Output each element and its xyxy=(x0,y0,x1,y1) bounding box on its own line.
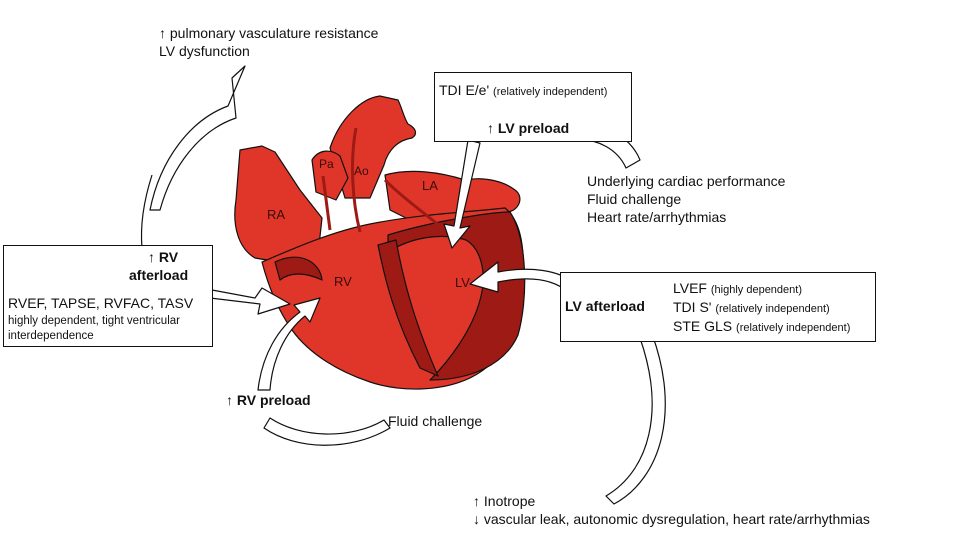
lv-afterload-title: LV afterload xyxy=(565,298,645,314)
lv-afterload-item-name: LVEF xyxy=(673,280,707,296)
arrow-lv-preload-to-lv xyxy=(443,139,481,249)
arrow-top-to-rv-afterload xyxy=(149,65,246,211)
rv-inflow-shape xyxy=(274,256,323,281)
rv-afterload-measures: RVEF, TAPSE, RVFAC, TASV xyxy=(8,295,194,311)
top-note-line2: LV dysfunction xyxy=(159,43,250,59)
label-ao: Ao xyxy=(354,164,369,178)
bottom-note-line1: ↑ Inotrope xyxy=(473,493,536,509)
tdi-ee-label: TDI E/e' xyxy=(439,82,490,98)
rv-afterload-title-line1: ↑ RV xyxy=(148,249,179,265)
top-note: ↑ pulmonary vasculature resistance LV dy… xyxy=(159,24,378,60)
arrow-rv-preload-to-rv xyxy=(257,297,321,391)
lv-preload-factor: Underlying cardiac performance xyxy=(587,173,786,189)
label-pa: Pa xyxy=(319,157,334,171)
pulmonary-artery-shape xyxy=(311,150,349,201)
bottom-note: ↑ Inotrope ↓ vascular leak, autonomic dy… xyxy=(473,492,870,528)
lv-wall-shape xyxy=(387,211,526,381)
rv-afterload-note-line2: interdependence xyxy=(8,330,94,342)
bottom-note-line2: ↓ vascular leak, autonomic dysregulation… xyxy=(473,511,870,527)
label-la: LA xyxy=(422,178,438,193)
lv-afterload-item-name: STE GLS xyxy=(673,318,733,334)
rv-afterload-box: ↑ RV afterload RVEF, TAPSE, RVFAC, TASV … xyxy=(3,245,213,347)
lv-preload-factors: Underlying cardiac performance Fluid cha… xyxy=(587,172,785,226)
arrow-inotrope-to-lv-afterload xyxy=(605,333,666,505)
lv-preload-box: TDI E/e' (relatively independent) ↑ LV p… xyxy=(434,72,632,142)
rv-preload-factor: Fluid challenge xyxy=(388,413,483,429)
lv-preload-title: ↑ LV preload xyxy=(487,120,570,136)
arrow-fluid-to-rv-preload xyxy=(263,417,391,446)
septum-shape xyxy=(377,239,439,377)
lv-afterload-item-qual: (highly dependent) xyxy=(710,284,802,296)
rv-preload-title: ↑ RV preload xyxy=(226,392,311,408)
tdi-ee-qualifier: (relatively independent) xyxy=(493,86,608,98)
lv-preload-factor: Fluid challenge xyxy=(587,191,682,207)
label-ra: RA xyxy=(267,207,285,222)
lv-afterload-item-qual: (relatively independent) xyxy=(736,322,851,334)
rv-afterload-title-line2: afterload xyxy=(129,267,189,283)
label-rv: RV xyxy=(334,274,352,289)
lv-preload-factor: Heart rate/arrhythmias xyxy=(587,209,727,225)
lv-afterload-box: LV afterload LVEF (highly dependent) TDI… xyxy=(560,272,876,342)
lv-afterload-item-qual: (relatively independent) xyxy=(715,303,830,315)
top-note-line1: ↑ pulmonary vasculature resistance xyxy=(159,25,379,41)
arrow-rv-afterload-to-rv xyxy=(209,287,291,315)
rv-afterload-note-line1: highly dependent, tight ventricular xyxy=(8,315,180,327)
label-lv: LV xyxy=(455,275,470,290)
lv-afterload-item-name: TDI S' xyxy=(673,299,712,315)
